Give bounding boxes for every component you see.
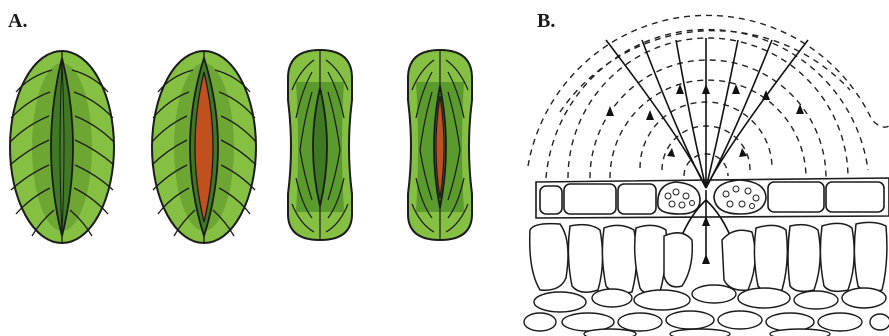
stoma-dumbbell-open — [408, 50, 472, 240]
stoma-dumbbell-closed — [288, 50, 352, 240]
spongy-cells — [524, 285, 889, 336]
mesophyll-cells — [530, 222, 887, 293]
stoma-kidney-closed — [10, 51, 114, 243]
stoma-kidney-open — [152, 51, 256, 243]
guard-cell-left — [658, 182, 700, 214]
guard-cell-right — [714, 180, 766, 214]
epidermis-layer — [536, 178, 889, 218]
panel-b-diagram — [524, 15, 889, 336]
panel-a-diagram — [10, 50, 472, 243]
diffusion-shells — [528, 15, 889, 178]
